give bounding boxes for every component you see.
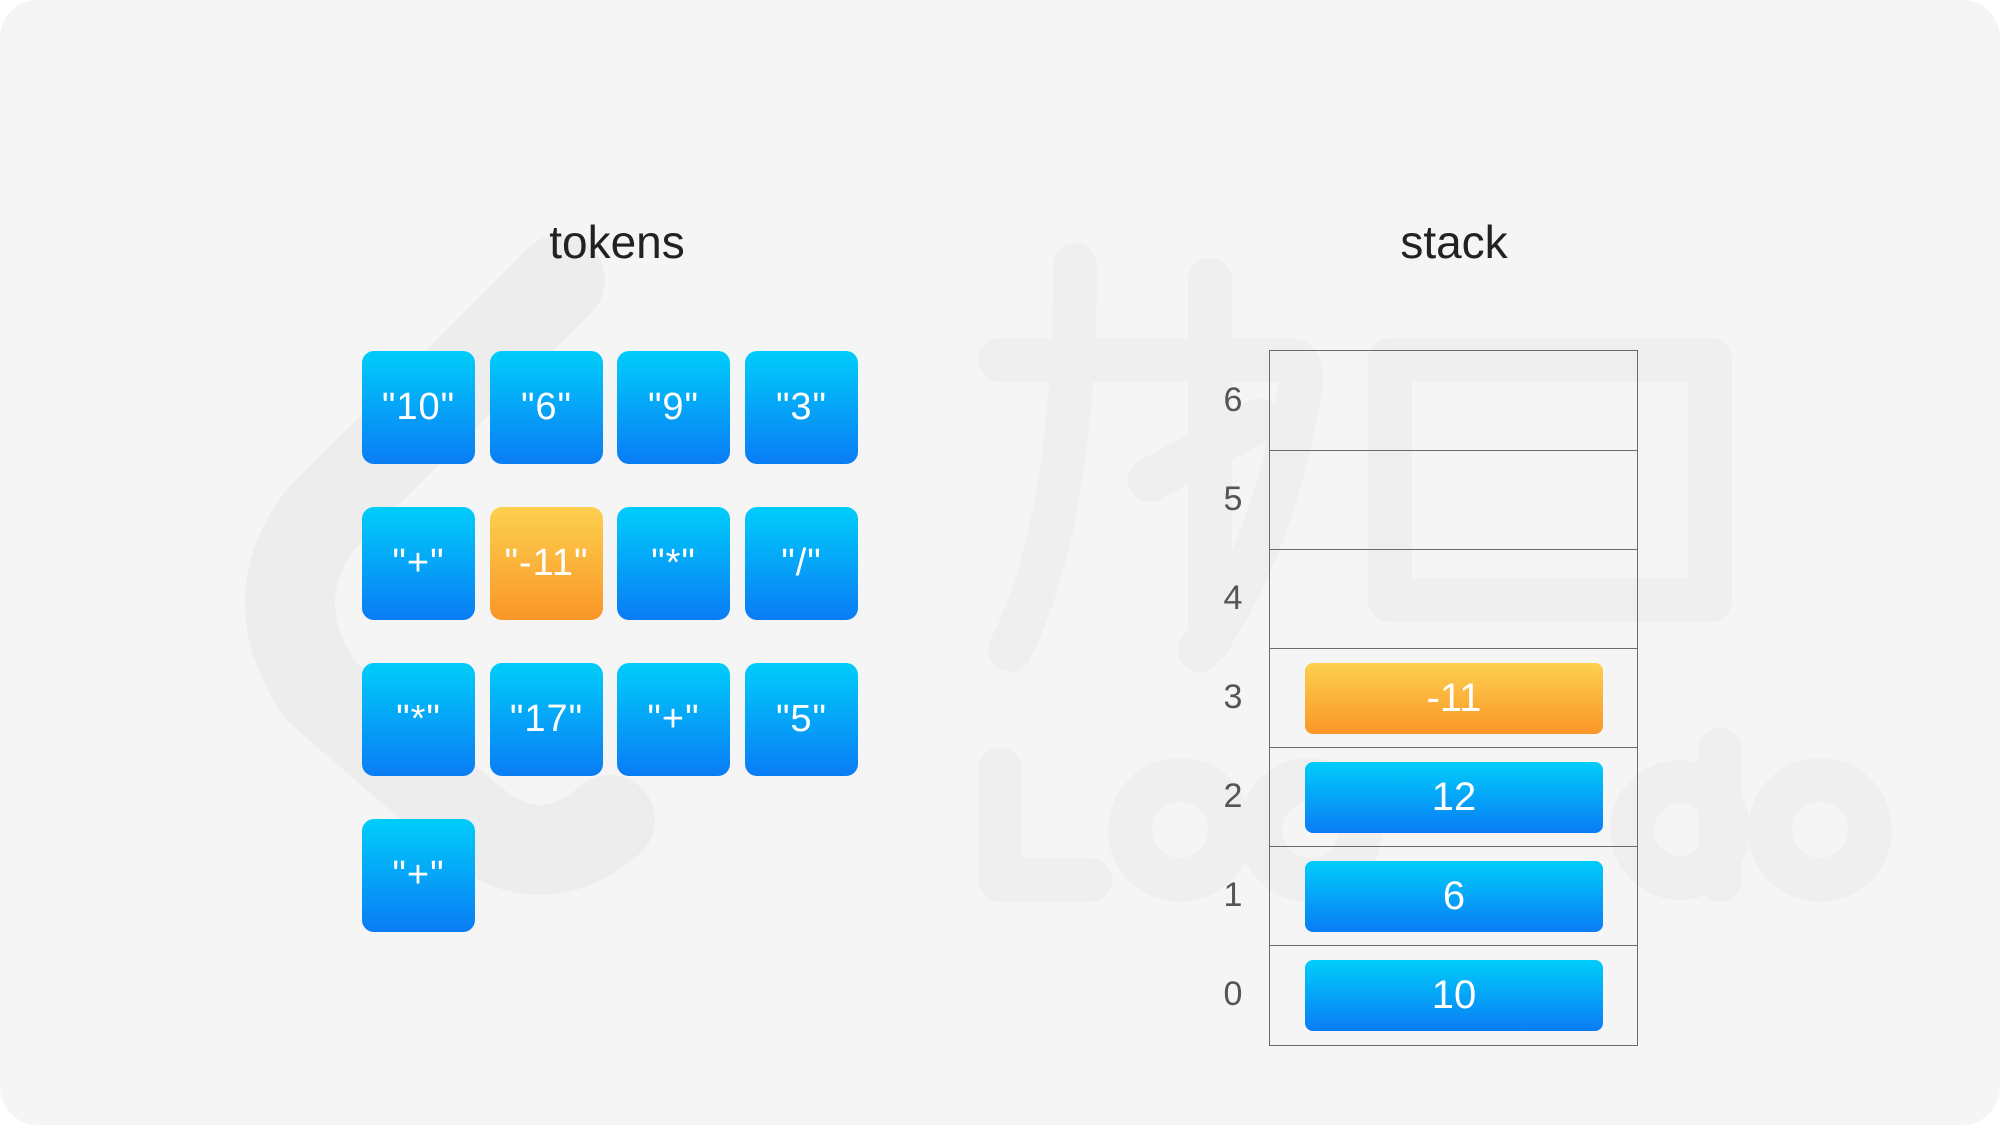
token-cell: "/" bbox=[745, 507, 858, 620]
stack-slot-divider bbox=[1270, 747, 1637, 748]
tokens-array: "10" "6" "9" "3" "+" "-11" "*" "/" "*" "… bbox=[362, 351, 862, 936]
stack-container bbox=[1269, 350, 1638, 1046]
stack-index-label: 1 bbox=[1223, 876, 1243, 914]
token-cell: "+" bbox=[362, 819, 475, 932]
token-cell: "*" bbox=[617, 507, 730, 620]
stack-slot-divider bbox=[1270, 549, 1637, 550]
stack-slot-divider bbox=[1270, 648, 1637, 649]
token-cell: "*" bbox=[362, 663, 475, 776]
stack-title: stack bbox=[1400, 216, 1508, 268]
stack-slot-divider bbox=[1270, 945, 1637, 946]
stack-index-label: 0 bbox=[1223, 975, 1243, 1013]
stack-item-top: -11 bbox=[1305, 663, 1603, 734]
tokens-title: tokens bbox=[549, 216, 685, 268]
token-cell: "3" bbox=[745, 351, 858, 464]
token-cell: "5" bbox=[745, 663, 858, 776]
stack-item: 10 bbox=[1305, 960, 1603, 1031]
stack-index-label: 5 bbox=[1223, 480, 1243, 518]
stack-index-label: 3 bbox=[1223, 678, 1243, 716]
stack-slot-divider bbox=[1270, 846, 1637, 847]
token-cell: "+" bbox=[617, 663, 730, 776]
stack-slot-divider bbox=[1270, 450, 1637, 451]
stack-item: 12 bbox=[1305, 762, 1603, 833]
stack-index-label: 6 bbox=[1223, 381, 1243, 419]
token-cell-current: "-11" bbox=[490, 507, 603, 620]
token-cell: "6" bbox=[490, 351, 603, 464]
stack-item: 6 bbox=[1305, 861, 1603, 932]
token-cell: "10" bbox=[362, 351, 475, 464]
token-cell: "9" bbox=[617, 351, 730, 464]
token-cell: "17" bbox=[490, 663, 603, 776]
stack-index-label: 2 bbox=[1223, 777, 1243, 815]
stack-index-label: 4 bbox=[1223, 579, 1243, 617]
token-cell: "+" bbox=[362, 507, 475, 620]
